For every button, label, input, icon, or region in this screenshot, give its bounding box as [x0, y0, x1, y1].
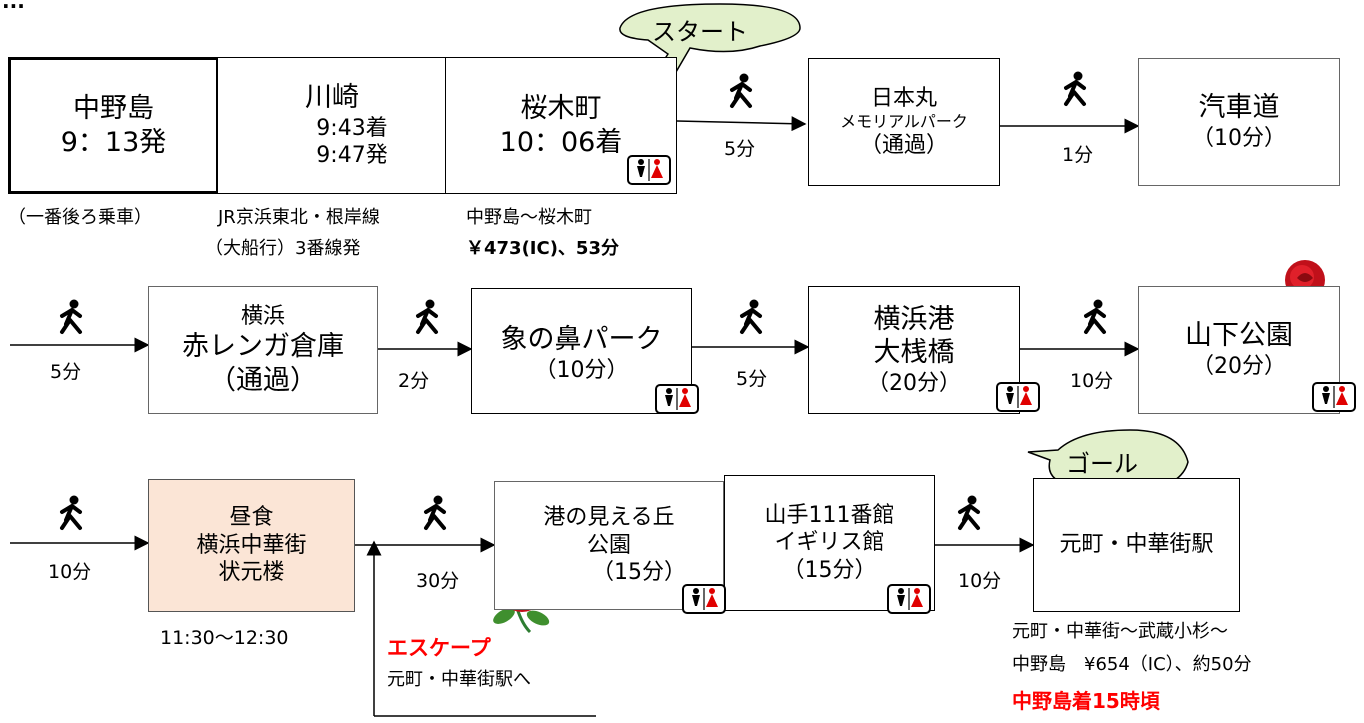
station-name: 中野島 [73, 92, 154, 124]
walk-icon [424, 495, 446, 530]
restaurant-name: 状元楼 [218, 560, 285, 586]
spot-akarenga: 横浜 赤レンガ倉庫 （通過） [148, 286, 378, 414]
restroom-icon [996, 382, 1040, 412]
spot-subname: 横浜中華街 [196, 532, 307, 558]
walk-time: 30分 [416, 570, 460, 592]
walk-time: 10分 [1070, 370, 1114, 392]
lunch-time: 11:30～12:30 [160, 627, 289, 649]
station-name: 元町・中華街駅 [1059, 532, 1214, 558]
spot-duration: （20分） [867, 371, 961, 396]
escape-text: 元町・中華街駅へ [387, 669, 531, 690]
station-nakanoshima: 中野島 9：13発 [8, 57, 219, 194]
spot-duration: （通過） [859, 133, 948, 158]
station-name: 川崎 [305, 82, 359, 114]
spot-duration: （15分） [782, 557, 877, 583]
spot-nipponmaru: 日本丸 メモリアルパーク （通過） [808, 58, 1000, 186]
return-route: 元町・中華街～武蔵小杉～ [1012, 621, 1228, 642]
walk-icon [60, 495, 82, 530]
walk-time: 2分 [398, 370, 430, 392]
arrival-time: 9:43着 [316, 115, 388, 141]
spot-name: 汽車道 [1198, 92, 1280, 124]
platform-note: （大船行）3番線発 [205, 238, 361, 259]
walk-icon [60, 299, 82, 334]
walk-icon [740, 299, 762, 334]
walk-icon [730, 73, 752, 108]
arrival-note: 中野島着15時頃 [1012, 689, 1160, 713]
walk-time: 5分 [736, 368, 768, 390]
restroom-icon [887, 584, 931, 614]
spot-kishamichi: 汽車道 （10分） [1138, 58, 1340, 186]
spot-subname: メモリアルパーク [840, 112, 968, 131]
spot-duration: （20分） [1192, 354, 1286, 380]
station-name: 桜木町 [520, 92, 602, 124]
spot-duration: （10分） [534, 357, 629, 383]
spot-name: 横浜 [240, 303, 285, 329]
walk-icon [1064, 71, 1086, 106]
spot-duration: （10分） [1192, 126, 1286, 152]
start-label: スタート [652, 18, 748, 46]
spot-name: 港の見える丘 [543, 505, 675, 531]
spot-subname: 公園 [586, 532, 631, 558]
spot-osanbashi: 横浜港 大桟橋 （20分） [808, 286, 1020, 414]
return-fare: 中野島 ¥654（IC）、約50分 [1012, 654, 1252, 675]
spot-name: 日本丸 [870, 85, 937, 111]
spot-duration: （通過） [209, 364, 317, 396]
walk-time: 5分 [50, 361, 82, 383]
departure-time: 9：13発 [60, 126, 167, 158]
goal-label: ゴール [1066, 450, 1138, 478]
spot-name: 山下公園 [1185, 320, 1293, 352]
route-note: 中野島～桜木町 [466, 207, 592, 228]
spot-subname: 赤レンガ倉庫 [182, 331, 344, 362]
arrival-time: 10：06着 [499, 126, 623, 158]
spot-name: 横浜港 [873, 303, 955, 335]
station-motomachi: 元町・中華街駅 [1033, 478, 1240, 612]
walk-icons [60, 71, 1106, 530]
spot-name: 昼食 [229, 505, 274, 531]
walk-icon [958, 495, 980, 530]
spot-yamashita: 山下公園 （20分） [1138, 286, 1340, 414]
fare-note: ￥473(IC)、53分 [466, 238, 619, 259]
walk-time: 1分 [1062, 144, 1094, 166]
escape-title: エスケープ [387, 636, 491, 660]
walk-icon [1084, 299, 1106, 334]
page-header: ... [2, 0, 25, 13]
restroom-icon [1312, 382, 1356, 412]
restroom-icon [627, 155, 671, 185]
walk-time: 10分 [48, 561, 92, 583]
spot-name: 象の鼻パーク [500, 324, 663, 355]
spot-duration: （15分） [592, 560, 686, 586]
walk-time: 10分 [958, 570, 1002, 592]
spot-subname: イギリス館 [774, 530, 885, 556]
walk-time: 5分 [724, 138, 756, 160]
restroom-icon [655, 384, 699, 414]
restroom-icon [682, 584, 726, 614]
spot-subname: 大桟橋 [873, 337, 955, 369]
line-note: JR京浜東北・根岸線 [218, 207, 380, 228]
spot-name: 山手111番館 [764, 502, 895, 528]
walk-icon [416, 299, 438, 334]
boarding-note: （一番後ろ乗車） [8, 207, 152, 228]
station-kawasaki: 川崎 9:43着 9:47発 [217, 57, 447, 194]
departure-time: 9:47発 [316, 143, 388, 169]
spot-lunch: 昼食 横浜中華街 状元楼 [148, 479, 355, 612]
